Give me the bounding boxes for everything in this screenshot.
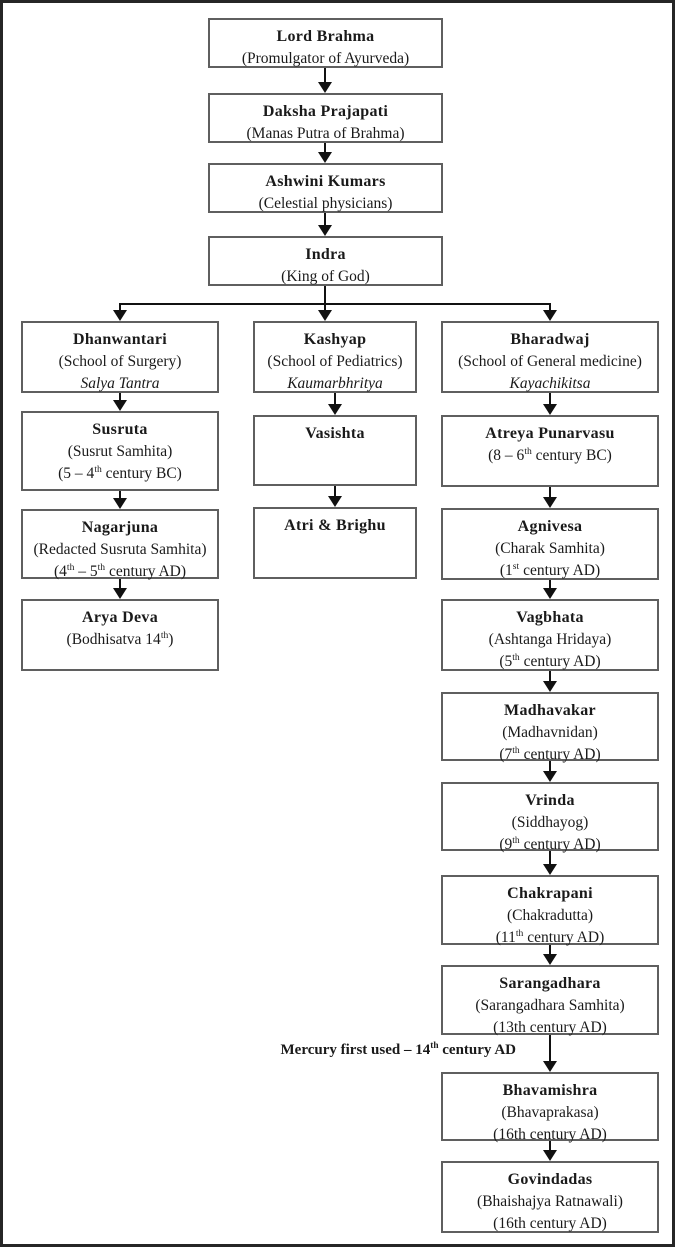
node-title: Dhanwantari <box>73 331 167 348</box>
node-atri-brighu: Atri & Brighu <box>253 507 417 579</box>
node-agnivesa: Agnivesa (Charak Samhita) (1st century A… <box>441 508 659 580</box>
node-period: (13th century AD) <box>493 1019 607 1036</box>
node-period: (11th century AD) <box>495 927 605 946</box>
node-sanskrit-term: Salya Tantra <box>80 375 160 392</box>
node-subtitle: (Charak Samhita) <box>495 540 605 557</box>
node-vrinda: Vrinda (Siddhayog) (9th century AD) <box>441 782 659 853</box>
node-daksha-prajapati: Daksha Prajapati (Manas Putra of Brahma) <box>208 93 443 143</box>
arrow-down-icon <box>113 304 127 321</box>
node-period: (7th century AD) <box>499 744 601 763</box>
node-govindadas: Govindadas (Bhaishajya Ratnawali) (16th … <box>441 1161 659 1233</box>
arrow-down-icon <box>543 1141 557 1161</box>
node-sanskrit-term: Kayachikitsa <box>509 375 591 392</box>
node-title: Lord Brahma <box>276 28 375 45</box>
node-title: Sarangadhara <box>499 975 601 992</box>
node-title: Chakrapani <box>507 885 593 902</box>
node-bhavamishra: Bhavamishra (Bhavaprakasa) (16th century… <box>441 1072 659 1143</box>
arrow-down-icon <box>318 304 332 321</box>
node-subtitle: (Susrut Samhita) <box>67 443 173 460</box>
node-kashyap: Kashyap (School of Pediatrics) Kaumarbhr… <box>253 321 417 393</box>
arrow-down-icon <box>543 487 557 508</box>
node-title: Susruta <box>92 421 148 438</box>
node-dhanwantari: Dhanwantari (School of Surgery) Salya Ta… <box>21 321 219 393</box>
node-subtitle: (Sarangadhara Samhita) <box>475 997 625 1014</box>
node-subtitle: (Redacted Susruta Samhita) <box>33 541 207 558</box>
node-subtitle: (Celestial physicians) <box>258 195 393 212</box>
node-subtitle: (School of Pediatrics) <box>267 353 403 370</box>
node-subtitle: (Manas Putra of Brahma) <box>246 125 405 142</box>
node-title: Nagarjuna <box>81 519 159 536</box>
arrow-down-icon <box>543 1035 557 1072</box>
node-subtitle: (School of General medicine) <box>458 353 642 370</box>
arrow-down-icon <box>328 486 342 507</box>
node-title: Atreya Punarvasu <box>485 425 615 442</box>
node-arya-deva: Arya Deva (Bodhisatva 14th) <box>21 599 219 671</box>
arrow-down-icon <box>113 491 127 509</box>
node-chakrapani: Chakrapani (Chakradutta) (11th century A… <box>441 875 659 946</box>
node-title: Vasishta <box>305 425 365 442</box>
arrow-down-icon <box>543 580 557 599</box>
node-madhavakar: Madhavakar (Madhavnidan) (7th century AD… <box>441 692 659 763</box>
arrow-down-icon <box>113 579 127 599</box>
node-period: (5 – 4th century BC) <box>58 463 182 482</box>
node-subtitle: (Bhavaprakasa) <box>501 1104 599 1121</box>
node-subtitle: (Bhaishajya Ratnawali) <box>477 1193 623 1210</box>
node-subtitle: (Madhavnidan) <box>502 724 598 741</box>
node-subtitle: (School of Surgery) <box>58 353 182 370</box>
node-title: Kashyap <box>303 331 367 348</box>
node-period: (4th – 5th century AD) <box>53 561 187 580</box>
node-vagbhata: Vagbhata (Ashtanga Hridaya) (5th century… <box>441 599 659 671</box>
node-subtitle: (Bodhisatva 14th) <box>66 629 174 648</box>
node-title: Bharadwaj <box>510 331 590 348</box>
arrow-down-icon <box>318 68 332 93</box>
node-ashwini-kumars: Ashwini Kumars (Celestial physicians) <box>208 163 443 213</box>
mercury-annotation: Mercury first used – 14th century AD <box>280 1041 516 1058</box>
node-period: (9th century AD) <box>499 834 601 853</box>
node-lord-brahma: Lord Brahma (Promulgator of Ayurveda) <box>208 18 443 68</box>
arrow-down-icon <box>543 393 557 415</box>
node-title: Indra <box>305 246 346 263</box>
node-nagarjuna: Nagarjuna (Redacted Susruta Samhita) (4t… <box>21 509 219 580</box>
arrow-down-icon <box>543 304 557 321</box>
node-vasishta: Vasishta <box>253 415 417 486</box>
node-subtitle: (Ashtanga Hridaya) <box>488 631 612 648</box>
branch-stub-line <box>324 286 326 304</box>
node-title: Ashwini Kumars <box>265 173 386 190</box>
node-period: (1st century AD) <box>499 560 601 579</box>
arrow-down-icon <box>543 761 557 782</box>
node-atreya-punarvasu: Atreya Punarvasu (8 – 6th century BC) <box>441 415 659 487</box>
node-subtitle: (Promulgator of Ayurveda) <box>241 50 410 67</box>
node-title: Vagbhata <box>516 609 584 626</box>
branch-horizontal-line <box>119 303 551 305</box>
arrow-down-icon <box>318 143 332 163</box>
node-title: Madhavakar <box>504 702 596 719</box>
node-indra: Indra (King of God) <box>208 236 443 286</box>
node-subtitle: (Chakradutta) <box>506 907 594 924</box>
arrow-down-icon <box>113 393 127 411</box>
node-title: Arya Deva <box>81 609 158 626</box>
node-title: Atri & Brighu <box>284 517 386 534</box>
node-period: (5th century AD) <box>499 651 601 670</box>
node-bharadwaj: Bharadwaj (School of General medicine) K… <box>441 321 659 393</box>
node-title: Bhavamishra <box>502 1082 598 1099</box>
arrow-down-icon <box>543 945 557 965</box>
node-sarangadhara: Sarangadhara (Sarangadhara Samhita) (13t… <box>441 965 659 1036</box>
node-title: Agnivesa <box>517 518 583 535</box>
node-sanskrit-term: Kaumarbhritya <box>287 375 383 392</box>
node-title: Vrinda <box>525 792 575 809</box>
arrow-down-icon <box>318 213 332 236</box>
arrow-down-icon <box>328 393 342 415</box>
node-subtitle: (Siddhayog) <box>511 814 589 831</box>
node-period: (8 – 6th century BC) <box>488 445 612 464</box>
node-susruta: Susruta (Susrut Samhita) (5 – 4th centur… <box>21 411 219 491</box>
arrow-down-icon <box>543 671 557 692</box>
node-period: (16th century AD) <box>493 1215 607 1232</box>
node-title: Govindadas <box>507 1171 593 1188</box>
arrow-down-icon <box>543 851 557 875</box>
node-title: Daksha Prajapati <box>262 103 389 120</box>
node-subtitle: (King of God) <box>281 268 370 285</box>
node-period: (16th century AD) <box>493 1126 607 1143</box>
